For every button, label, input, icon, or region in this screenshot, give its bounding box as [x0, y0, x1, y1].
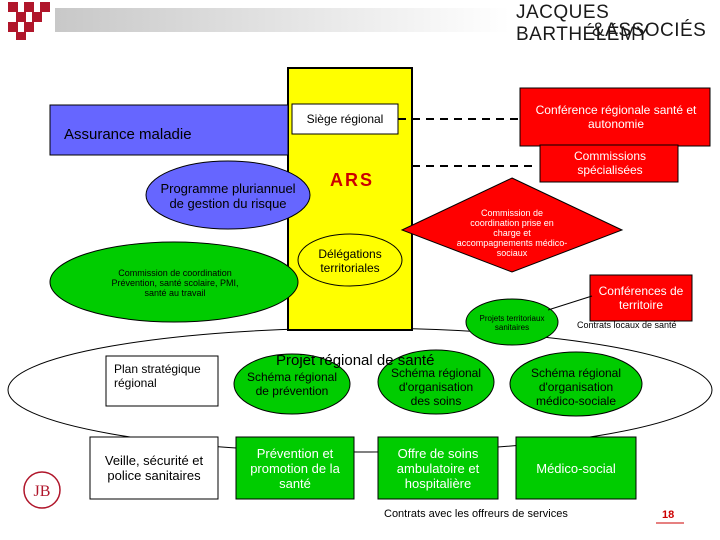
contrats-locaux-label: Contrats locaux de santé: [577, 320, 677, 330]
company-logo-line2: &ASSOCIÉS: [592, 20, 707, 41]
ars-label: ARS: [329, 169, 374, 190]
projet-regional-title: Projet régional de santé: [276, 352, 435, 369]
schema-soins-ellipse: [377, 349, 495, 415]
siege-regional-box: [291, 103, 399, 135]
conference-regionale-label: Conférence régionale santé et autonomie: [535, 103, 697, 131]
assurance-maladie-box: [49, 104, 289, 156]
schema-medico-sociale-label: Schéma régional d'organisation médico-so…: [530, 366, 622, 408]
medico-social-box: [515, 436, 637, 500]
commission-medico-social-diamond: [400, 177, 624, 273]
schema-prevention-ellipse: [233, 353, 351, 415]
commission-prevention-shape: [49, 241, 299, 323]
conferences-territoire-box: [589, 274, 693, 322]
conference-regionale-box: [519, 87, 711, 147]
page-number: 18: [662, 509, 675, 521]
siege-regional-label: Siège régional: [306, 112, 384, 126]
gjb-seal-icon: JB: [23, 471, 61, 509]
projets-territoriaux-ellipse: [465, 298, 559, 346]
commissions-specialisees-box: [539, 144, 679, 183]
line-projets-conferences: [547, 295, 593, 311]
assurance-maladie-label: Assurance maladie: [64, 126, 192, 143]
svg-text:JB: JB: [34, 483, 51, 500]
commission-medico-social-label: Commission de coordination prise en char…: [456, 208, 568, 258]
projets-territoriaux-label: Projets territoriaux sanitaires: [479, 314, 545, 332]
contrats-offreurs-label: Contrats avec les offreurs de services: [384, 508, 568, 520]
plan-strategique-box: [105, 355, 219, 407]
offre-soins-label: Offre de soins ambulatoire et hospitaliè…: [396, 445, 480, 491]
delegations-ellipse: [297, 233, 403, 287]
commissions-specialisees-label: Commissions spécialisées: [573, 149, 646, 177]
programme-pluriannuel-label: Programme pluriannuel de gestion du risq…: [160, 181, 296, 211]
schema-soins-label: Schéma régional d'organisation des soins: [390, 366, 482, 408]
company-logo-line1: JACQUES BARTHÉLÉMY: [516, 2, 650, 45]
schema-medico-sociale-ellipse: [509, 351, 643, 417]
offre-soins-box: [377, 436, 499, 500]
conferences-territoire-label: Conférences de territoire: [598, 284, 684, 312]
prevention-promotion-label: Prévention et promotion de la santé: [250, 445, 340, 491]
medico-social-label: Médico-social: [536, 460, 616, 476]
schema-prevention-label: Schéma régional de prévention: [246, 370, 338, 398]
plan-strategique-label: Plan stratégique régional: [114, 362, 201, 390]
header-bar: [0, 0, 720, 46]
commission-prevention-label: Commission de coordination Prévention, s…: [111, 268, 239, 298]
prevention-promotion-box: [235, 436, 355, 500]
delegations-territoriales-label: Délégations territoriales: [318, 247, 382, 275]
programme-pluriannuel-ellipse: [145, 160, 311, 230]
checker-logo-icon: [8, 2, 50, 40]
header-decoration: [8, 2, 510, 40]
veille-securite-box: [89, 436, 219, 500]
veille-securite-label: Veille, sécurité et police sanitaires: [104, 453, 204, 483]
